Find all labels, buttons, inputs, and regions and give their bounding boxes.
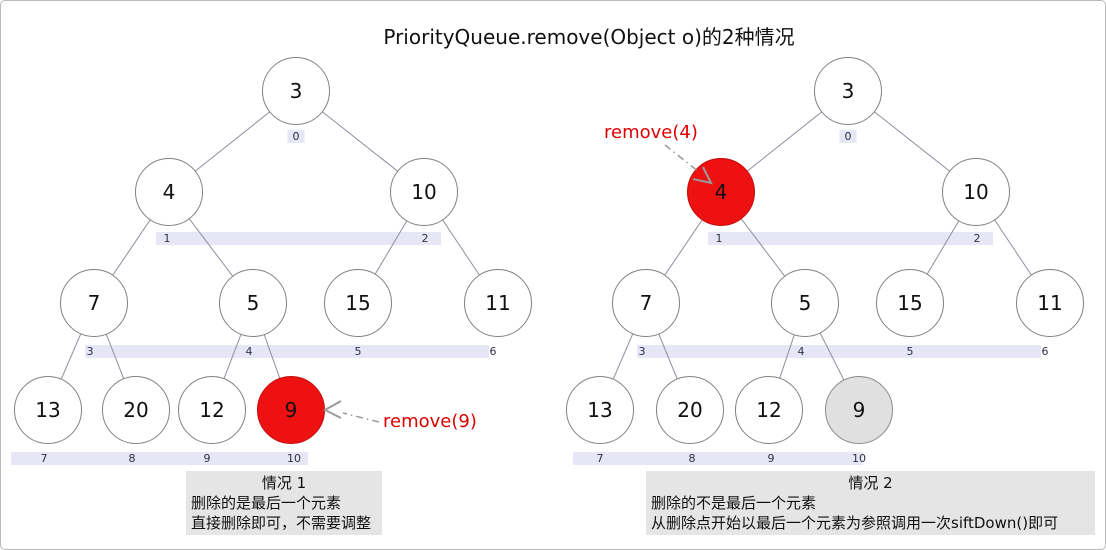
diagram-title: PriorityQueue.remove(Object o)的2种情况: [383, 25, 795, 49]
index-label-right-6: 6: [1041, 345, 1049, 358]
remove-arrow-icon-case2: [664, 144, 713, 185]
node-right-0: 3: [814, 57, 882, 125]
index-label-right-8: 8: [688, 452, 696, 465]
index-label-right-3: 3: [638, 345, 646, 358]
caption-case1-line1: 删除的是最后一个元素: [191, 494, 342, 512]
index-label-right-7: 7: [596, 452, 604, 465]
caption-case2-line2: 从删除点开始以最后一个元素为参照调用一次siftDown()即可: [651, 514, 1059, 532]
index-label-right-0: 0: [839, 130, 857, 143]
index-label-left-1: 1: [163, 232, 171, 245]
caption-case2: 情况 2 删除的不是最后一个元素 从删除点开始以最后一个元素为参照调用一次sif…: [646, 471, 1095, 535]
node-left-3: 7: [60, 269, 128, 337]
node-right-6: 11: [1016, 269, 1084, 337]
index-label-right-1: 1: [715, 232, 723, 245]
node-right-10-last: 9: [825, 376, 893, 444]
index-label-right-10: 10: [852, 452, 866, 465]
index-band: [11, 452, 308, 465]
index-label-left-4: 4: [245, 345, 253, 358]
caption-case2-line1: 删除的不是最后一个元素: [651, 494, 817, 512]
index-band: [708, 232, 993, 245]
node-left-6: 11: [464, 269, 532, 337]
node-right-7: 13: [566, 376, 634, 444]
index-label-left-10: 10: [287, 452, 301, 465]
index-label-left-2: 2: [421, 232, 429, 245]
node-right-1-removed: 4: [687, 158, 755, 226]
node-left-4: 5: [219, 269, 287, 337]
node-left-9: 12: [178, 376, 246, 444]
index-label-right-9: 9: [767, 452, 775, 465]
index-label-left-3: 3: [86, 345, 94, 358]
node-right-2: 10: [942, 158, 1010, 226]
node-left-0: 3: [262, 57, 330, 125]
node-left-5: 15: [324, 269, 392, 337]
node-right-9: 12: [735, 376, 803, 444]
remove-call-label-case2: remove(4): [604, 122, 698, 143]
node-right-5: 15: [876, 269, 944, 337]
index-label-left-8: 8: [128, 452, 136, 465]
remove-call-label-case1: remove(9): [383, 411, 477, 432]
node-right-4: 5: [771, 269, 839, 337]
index-label-right-2: 2: [973, 232, 981, 245]
node-left-2: 10: [390, 158, 458, 226]
index-label-right-4: 4: [797, 345, 805, 358]
node-right-8: 20: [656, 376, 724, 444]
index-label-left-6: 6: [489, 345, 497, 358]
index-band: [573, 452, 863, 465]
index-label-left-5: 5: [354, 345, 362, 358]
index-band: [156, 232, 441, 245]
caption-case1: 情况 1 删除的是最后一个元素 直接删除即可，不需要调整: [186, 471, 382, 535]
remove-arrow-icon-case1: [322, 400, 380, 423]
node-left-1: 4: [135, 158, 203, 226]
index-label-left-9: 9: [203, 452, 211, 465]
index-label-left-7: 7: [40, 452, 48, 465]
index-band: [637, 345, 1041, 358]
index-label-left-0: 0: [287, 130, 305, 143]
index-label-right-5: 5: [906, 345, 914, 358]
node-right-3: 7: [612, 269, 680, 337]
index-band: [85, 345, 489, 358]
node-left-8: 20: [102, 376, 170, 444]
caption-case2-title: 情况 2: [848, 474, 893, 492]
caption-case1-title: 情况 1: [261, 474, 307, 492]
caption-case1-line2: 直接删除即可，不需要调整: [191, 514, 372, 532]
node-left-7: 13: [14, 376, 82, 444]
